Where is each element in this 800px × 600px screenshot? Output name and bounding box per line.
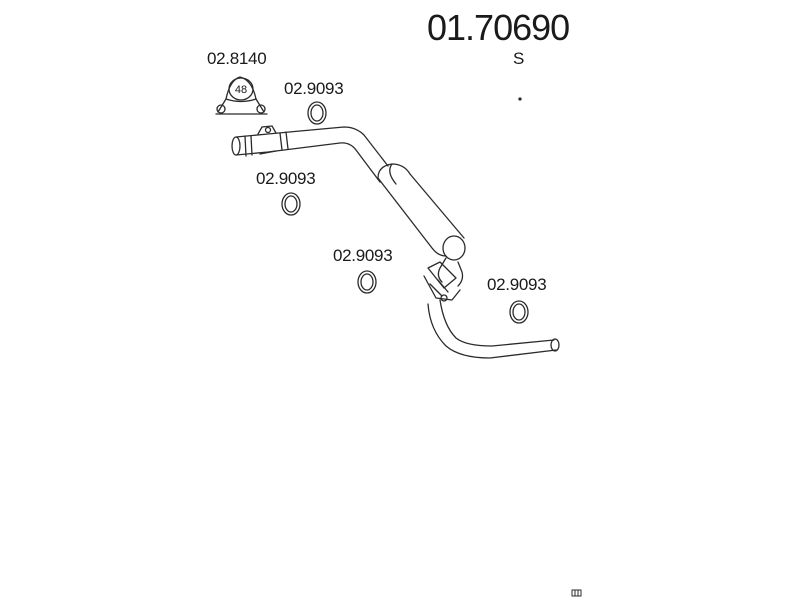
clamp-drawing bbox=[215, 76, 268, 115]
clamp-part-number: 02.8140 bbox=[207, 49, 267, 68]
rear-connector-drawing bbox=[423, 257, 464, 302]
product-code: 01.70690 bbox=[427, 7, 570, 48]
ring-2-part-number: 02.9093 bbox=[256, 169, 316, 188]
tail-pipe-drawing bbox=[427, 299, 560, 359]
ring-1-drawing bbox=[307, 101, 327, 125]
product-variant: S bbox=[513, 49, 525, 68]
ring-3-part-number: 02.9093 bbox=[333, 246, 393, 265]
silencer-drawing bbox=[377, 163, 466, 261]
marker-dot bbox=[518, 97, 522, 101]
ring-2-drawing bbox=[281, 192, 301, 216]
clamp-size-label: 48 bbox=[235, 84, 247, 96]
ring-4-drawing bbox=[509, 300, 529, 324]
front-pipe-drawing bbox=[231, 125, 389, 183]
ring-4-part-number: 02.9093 bbox=[487, 275, 547, 294]
ring-3-drawing bbox=[357, 270, 377, 294]
ring-1-part-number: 02.9093 bbox=[284, 79, 344, 98]
logo-mark-icon bbox=[571, 589, 582, 597]
